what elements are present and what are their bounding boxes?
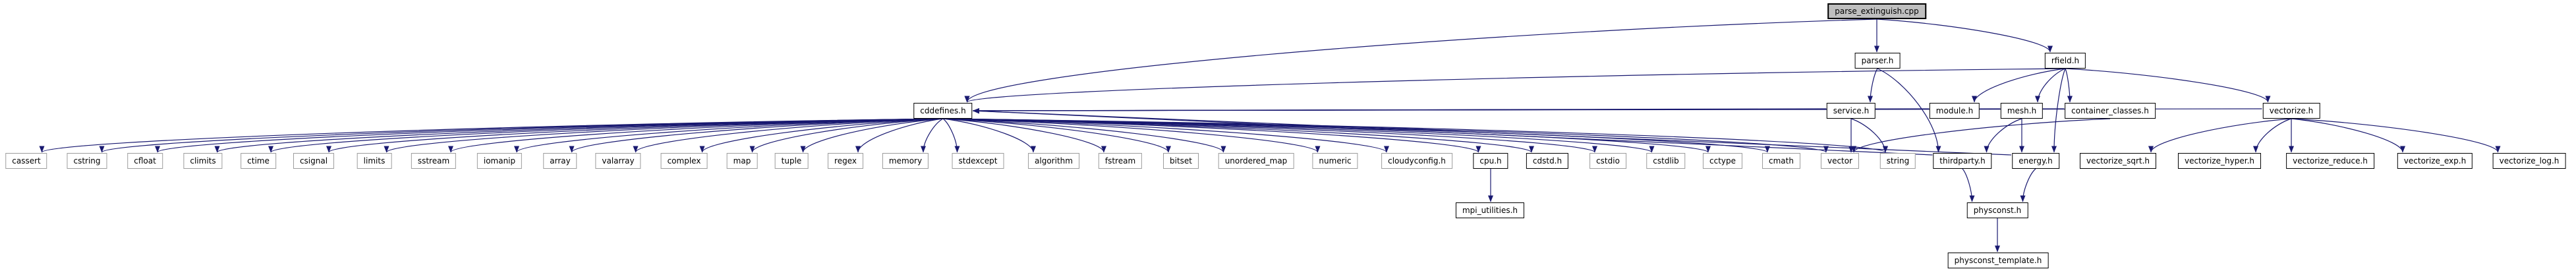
edge-cddefines-cloudyconfig [942,118,1389,153]
graph-node-ctime: ctime [241,153,276,169]
graph-node-cctype: cctype [1702,153,1743,169]
edge-rfield-cddefines [964,68,2066,103]
edge-cddefines-sstream [448,118,944,153]
edge-cddefines-stdexcept [942,118,960,153]
edge-mesh-thirdparty [1984,118,2022,153]
graph-node-iomanip: iomanip [476,153,523,169]
graph-node-mesh[interactable]: mesh.h [2000,103,2044,119]
edge-cddefines-numeric [942,118,1321,153]
edge-cddefines-complex [699,118,944,153]
graph-node-parse_extinguish[interactable]: parse_extinguish.cpp [1827,3,1926,19]
edge-cddefines-map [749,118,944,153]
graph-node-thirdparty[interactable]: thirdparty.h [1933,153,1992,169]
graph-node-algorithm: algorithm [1028,153,1079,169]
edge-parse_extinguish-rfield [1876,18,2053,53]
edge-cddefines-iomanip [514,118,944,153]
edge-parser-thirdparty [1877,68,1941,153]
graph-node-service[interactable]: service.h [1826,103,1876,119]
edge-vectorize-vectorize_hyper [2253,118,2292,153]
edge-rfield-module [1972,68,2066,103]
graph-node-physconst[interactable]: physconst.h [1966,202,2028,218]
graph-node-module[interactable]: module.h [1929,103,1980,119]
graph-node-vector: vector [1820,153,1860,169]
graph-node-rfield[interactable]: rfield.h [2044,53,2086,69]
graph-node-vectorize_log[interactable]: vectorize_log.h [2492,153,2566,169]
edge-cddefines-regex [855,118,944,153]
graph-node-vectorize[interactable]: vectorize.h [2262,103,2320,119]
graph-node-memory: memory [882,153,929,169]
graph-node-stdexcept: stdexcept [952,153,1004,169]
edge-thirdparty-physconst [1962,168,1975,202]
graph-node-cstdlib: cstdlib [1646,153,1686,169]
graph-node-cloudyconfig: cloudyconfig.h [1381,153,1452,169]
edge-vectorize-vectorize_log [2291,118,2501,153]
edge-cddefines-tuple [800,118,944,153]
graph-node-vectorize_hyper[interactable]: vectorize_hyper.h [2177,153,2262,169]
graph-node-csignal: csignal [293,153,335,169]
graph-node-map: map [726,153,758,169]
edge-cddefines-cdstd [942,118,1534,153]
edge-cddefines-valarray [633,118,944,153]
edge-parse_extinguish-cddefines [964,18,1877,103]
edge-parser-service [1868,68,1878,103]
graph-node-parser[interactable]: parser.h [1854,53,1901,69]
graph-node-container_classes[interactable]: container_classes.h [2065,103,2156,119]
edge-cddefines-bitset [942,118,1171,153]
edge-rfield-container_classes [2065,68,2073,103]
graph-node-cfloat: cfloat [127,153,163,169]
graph-node-cmath: cmath [1762,153,1800,169]
edge-cddefines-string [942,118,1888,153]
edge-vectorize-cddefines [973,107,2262,113]
graph-node-cassert: cassert [5,153,47,169]
edge-energy-physconst [2020,168,2036,202]
edge-rfield-mesh [2035,68,2066,103]
edge-cddefines-memory [921,118,944,153]
graph-node-cdstd[interactable]: cdstd.h [1526,153,1569,169]
graph-node-vectorize_exp[interactable]: vectorize_exp.h [2397,153,2473,169]
graph-node-vectorize_reduce[interactable]: vectorize_reduce.h [2286,153,2374,169]
graph-node-sstream: sstream [411,153,457,169]
graph-node-physconst_template[interactable]: physconst_template.h [1947,253,2049,268]
graph-node-complex: complex [660,153,708,169]
graph-node-numeric: numeric [1312,153,1358,169]
graph-node-cddefines[interactable]: cddefines.h [913,103,973,119]
graph-node-string: string [1879,153,1916,169]
graph-node-limits: limits [357,153,392,169]
graph-node-regex: regex [828,153,863,169]
graph-node-tuple: tuple [774,153,809,169]
graph-node-array: array [543,153,577,169]
edge-rfield-energy [2051,68,2066,153]
graph-node-cpu[interactable]: cpu.h [1473,153,1508,169]
graph-node-vectorize_sqrt[interactable]: vectorize_sqrt.h [2079,153,2157,169]
graph-node-cstring: cstring [67,153,107,169]
graph-node-climits: climits [183,153,223,169]
graph-node-valarray: valarray [595,153,641,169]
edge-cddefines-cstring [99,118,944,153]
edge-cddefines-algorithm [942,118,1036,153]
edge-cddefines-array [569,118,944,153]
edge-vectorize-vectorize_exp [2291,118,2405,153]
graph-node-unordered_map: unordered_map [1218,153,1294,169]
edge-cddefines-unordered_map [942,118,1226,153]
graph-node-fstream: fstream [1098,153,1143,169]
edge-container_classes-vector [1851,118,2111,153]
graph-node-cstdio: cstdio [1589,153,1626,169]
graph-node-mpi_utilities[interactable]: mpi_utilities.h [1455,202,1525,218]
graph-node-bitset: bitset [1163,153,1199,169]
graph-node-energy[interactable]: energy.h [2012,153,2059,169]
edge-cddefines-fstream [942,118,1106,153]
edge-rfield-vectorize [2065,68,2271,103]
edge-vectorize-vectorize_sqrt [2148,118,2292,153]
